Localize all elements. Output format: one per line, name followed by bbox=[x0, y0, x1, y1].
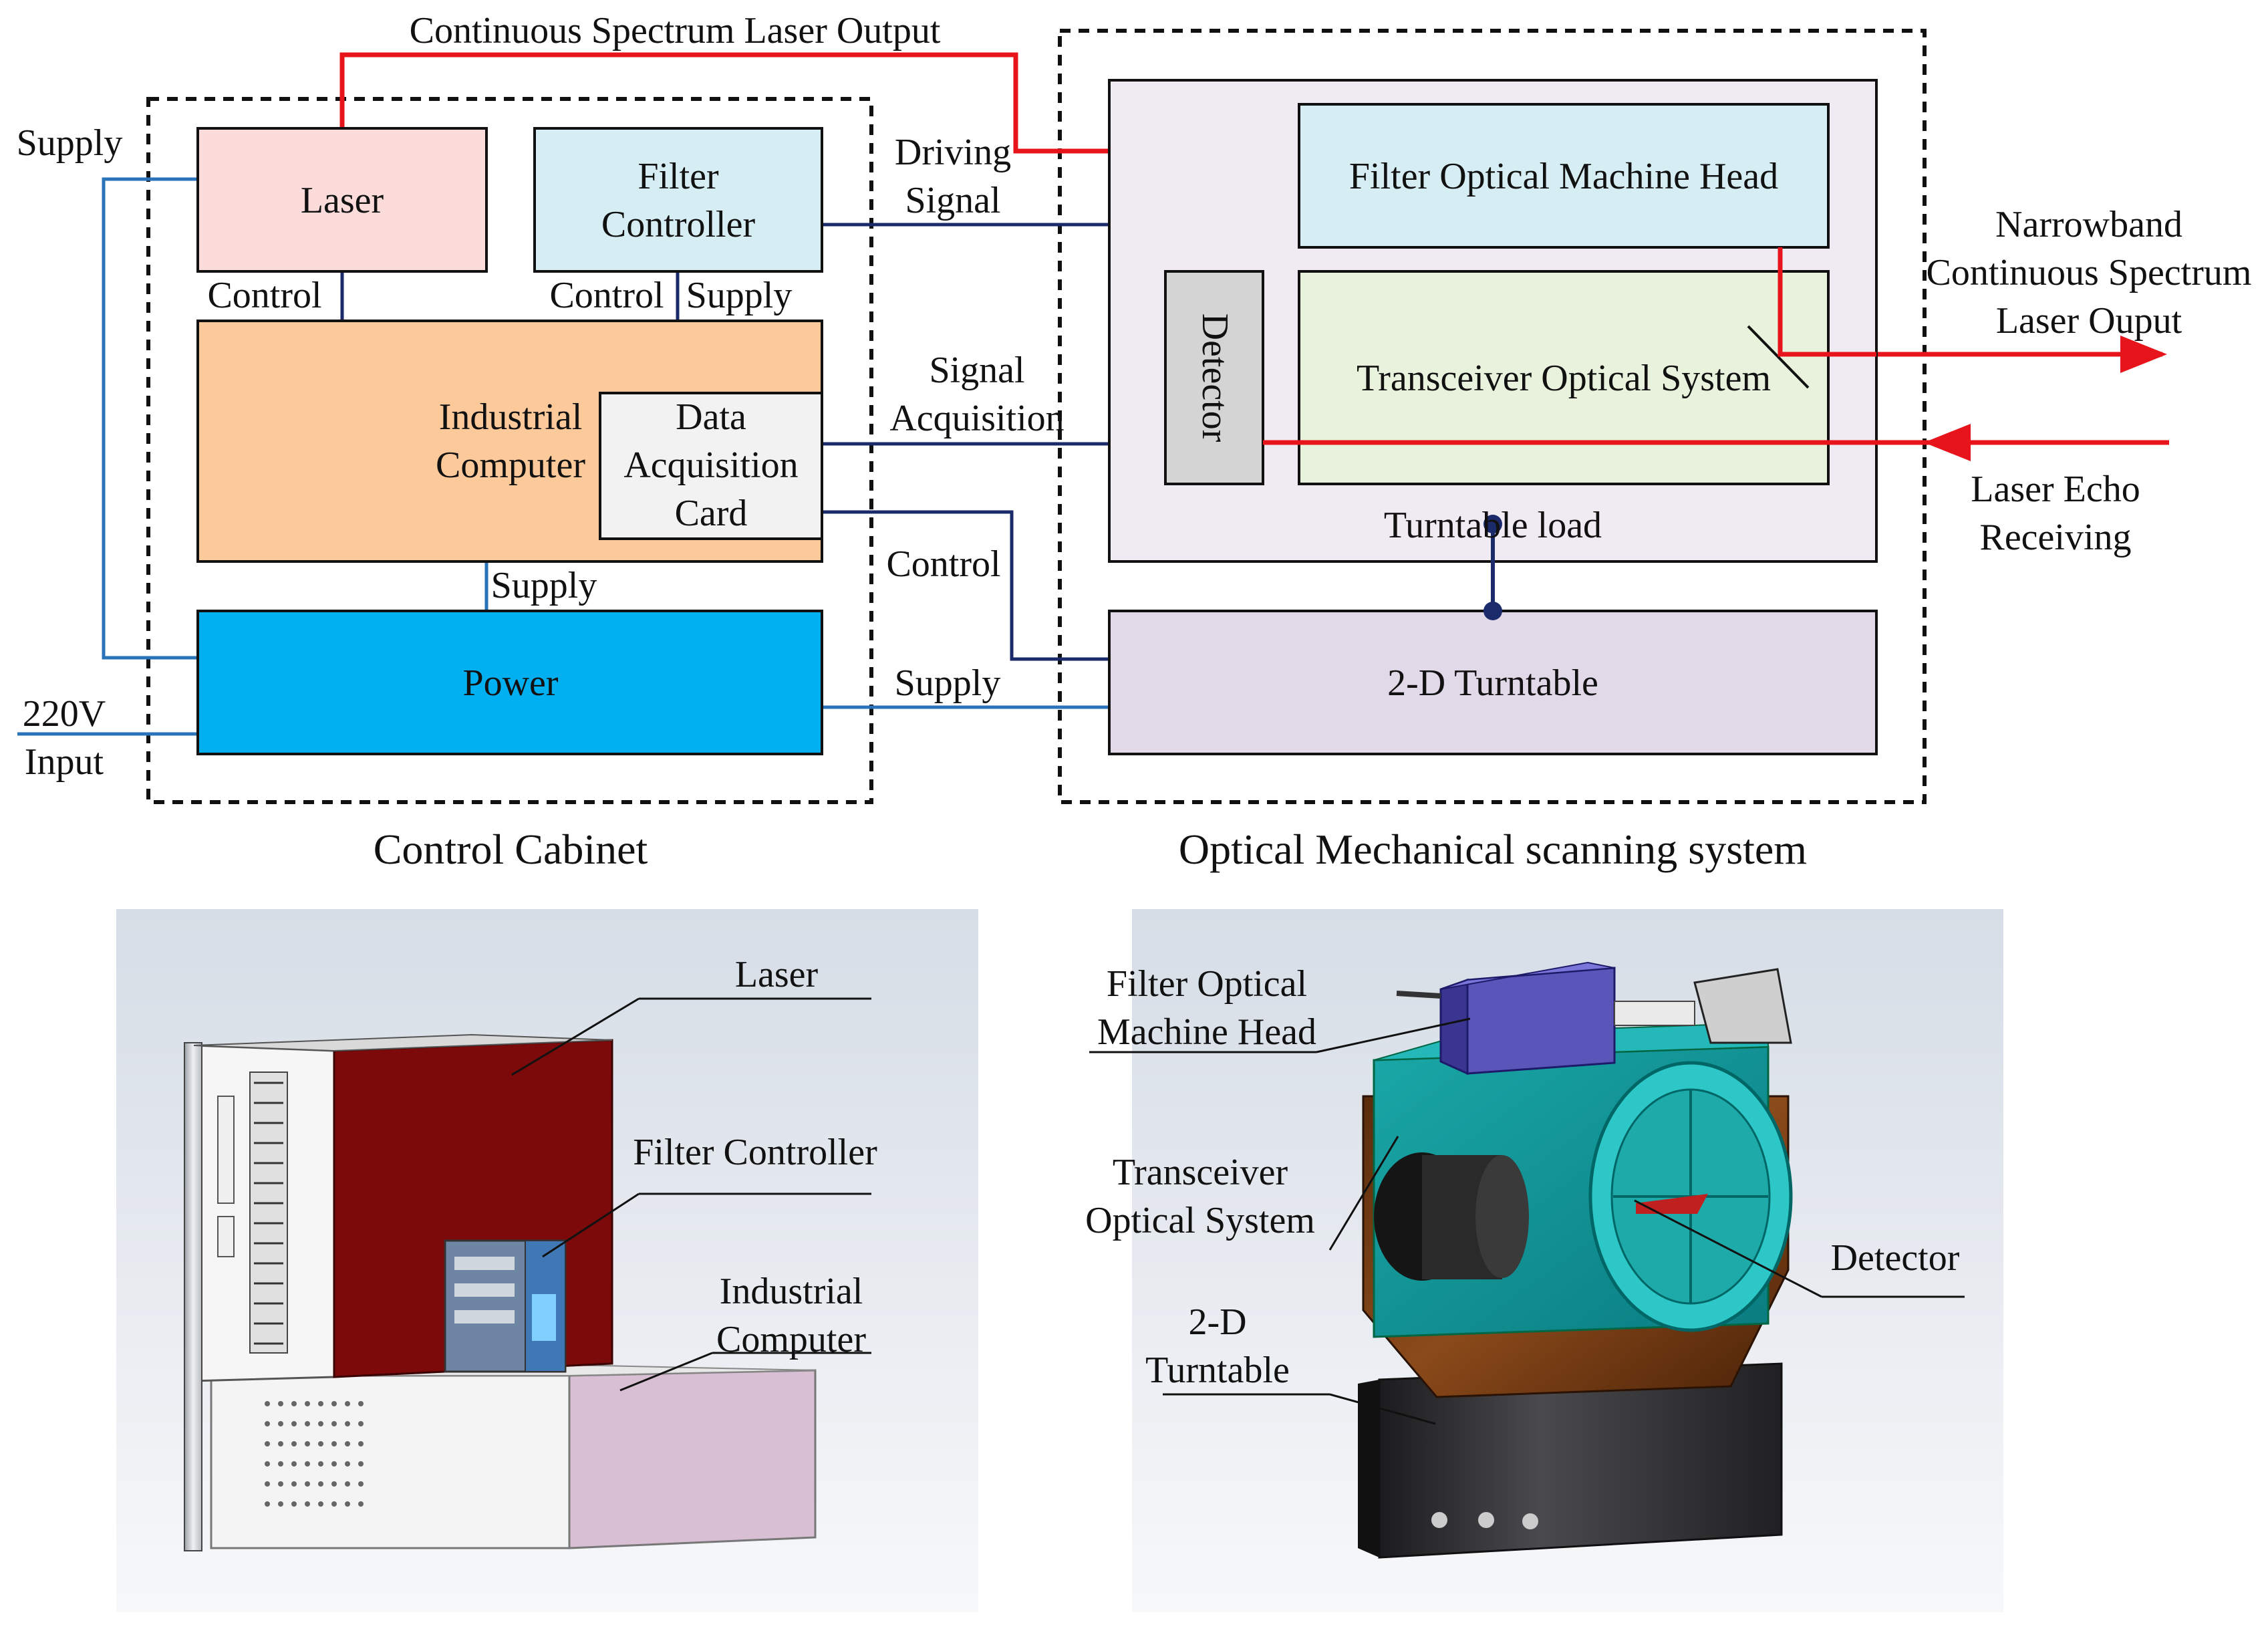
render-head-label-1: Filter Optical bbox=[1107, 963, 1307, 1005]
render-filter-controller-label: Filter Controller bbox=[633, 1132, 877, 1173]
narrowband-label-2: Continuous Spectrum bbox=[1927, 252, 2252, 293]
supply-filter-label: Supply bbox=[686, 275, 793, 316]
daq-label-1: Data bbox=[676, 396, 746, 438]
control-cabinet-title: Control Cabinet bbox=[374, 826, 648, 873]
laser-box bbox=[196, 127, 488, 273]
turntable-box bbox=[1108, 610, 1878, 755]
power-label: Power bbox=[462, 662, 558, 704]
load-connector-top-dot bbox=[1483, 515, 1502, 533]
render-industrial-label-2: Computer bbox=[716, 1319, 866, 1360]
turntable-label: 2-D Turntable bbox=[1387, 662, 1598, 704]
render-turntable-label-2: Turntable bbox=[1145, 1350, 1290, 1391]
data-acquisition-card-box bbox=[599, 392, 823, 540]
leader-filter-controller bbox=[542, 1192, 640, 1258]
render-detector-label: Detector bbox=[1831, 1237, 1960, 1279]
filter-controller-box bbox=[533, 127, 823, 273]
transceiver-box bbox=[1298, 270, 1830, 485]
supply-line-left bbox=[102, 177, 198, 660]
leader-transceiver bbox=[1328, 1136, 1399, 1251]
echo-label-1: Laser Echo bbox=[1971, 469, 2140, 510]
daq-label-2: Acquisition bbox=[623, 445, 798, 486]
input-220v-label-2: Input bbox=[25, 741, 104, 783]
power-box bbox=[196, 610, 823, 755]
transceiver-label: Transceiver Optical System bbox=[1357, 358, 1771, 399]
industrial-computer-label-1: Industrial bbox=[439, 396, 583, 438]
control-cabinet-border bbox=[146, 97, 873, 804]
leader-filter-head bbox=[1316, 1017, 1471, 1053]
leader-laser bbox=[511, 997, 640, 1076]
beam-splitter-mark bbox=[1747, 325, 1810, 389]
render-laser-label: Laser bbox=[735, 954, 819, 995]
control-turntable-label: Control bbox=[886, 543, 1000, 585]
driving-signal-label-2: Signal bbox=[905, 180, 1000, 221]
render-transceiver-label-2: Optical System bbox=[1085, 1200, 1315, 1241]
control-cabinet-render bbox=[116, 909, 978, 1612]
control-filter-label: Control bbox=[549, 275, 664, 316]
filter-controller-label-2: Controller bbox=[601, 204, 756, 245]
input-220v-label-1: 220V bbox=[23, 693, 106, 735]
driving-signal-label-1: Driving bbox=[895, 132, 1011, 173]
render-transceiver-label-1: Transceiver bbox=[1113, 1152, 1288, 1193]
detector-label: Detector bbox=[1194, 313, 1236, 443]
laser-box-label: Laser bbox=[301, 180, 384, 221]
load-connector-bottom-dot bbox=[1483, 602, 1502, 620]
industrial-computer-label-2: Computer bbox=[436, 445, 585, 486]
turntable-load-label: Turntable load bbox=[1384, 505, 1602, 546]
control-laser-label: Control bbox=[207, 275, 321, 316]
optical-system-title: Optical Mechanical scanning system bbox=[1179, 826, 1807, 873]
narrowband-beam-inner bbox=[1778, 247, 1876, 357]
filter-controller-label-1: Filter bbox=[637, 156, 719, 197]
detector-box bbox=[1164, 270, 1264, 485]
continuous-output-label: Continuous Spectrum Laser Output bbox=[410, 10, 941, 51]
daq-label-3: Card bbox=[675, 493, 748, 534]
optical-scanner-render bbox=[1132, 909, 2003, 1612]
leader-turntable-diag bbox=[1329, 1393, 1436, 1425]
turntable-control-line bbox=[822, 510, 1109, 661]
optical-system-border bbox=[1058, 29, 1927, 804]
signal-acquisition-label-2: Acquisition bbox=[889, 398, 1064, 439]
supply-power-label: Supply bbox=[491, 565, 597, 606]
render-turntable-label-1: 2-D bbox=[1188, 1301, 1246, 1343]
supply-turntable-label: Supply bbox=[895, 662, 1001, 704]
narrowband-label-3: Laser Ouput bbox=[1996, 300, 2182, 342]
narrowband-label-1: Narrowband bbox=[1995, 204, 2182, 245]
render-head-label-2: Machine Head bbox=[1097, 1011, 1316, 1053]
leader-industrial bbox=[619, 1352, 713, 1392]
signal-acquisition-label-1: Signal bbox=[929, 350, 1024, 391]
filter-head-label: Filter Optical Machine Head bbox=[1349, 156, 1778, 197]
leader-detector bbox=[1634, 1199, 1822, 1298]
render-industrial-label-1: Industrial bbox=[720, 1271, 863, 1312]
supply-left-label: Supply bbox=[17, 122, 123, 164]
echo-label-2: Receiving bbox=[1979, 517, 2131, 558]
filter-head-box bbox=[1298, 103, 1830, 249]
